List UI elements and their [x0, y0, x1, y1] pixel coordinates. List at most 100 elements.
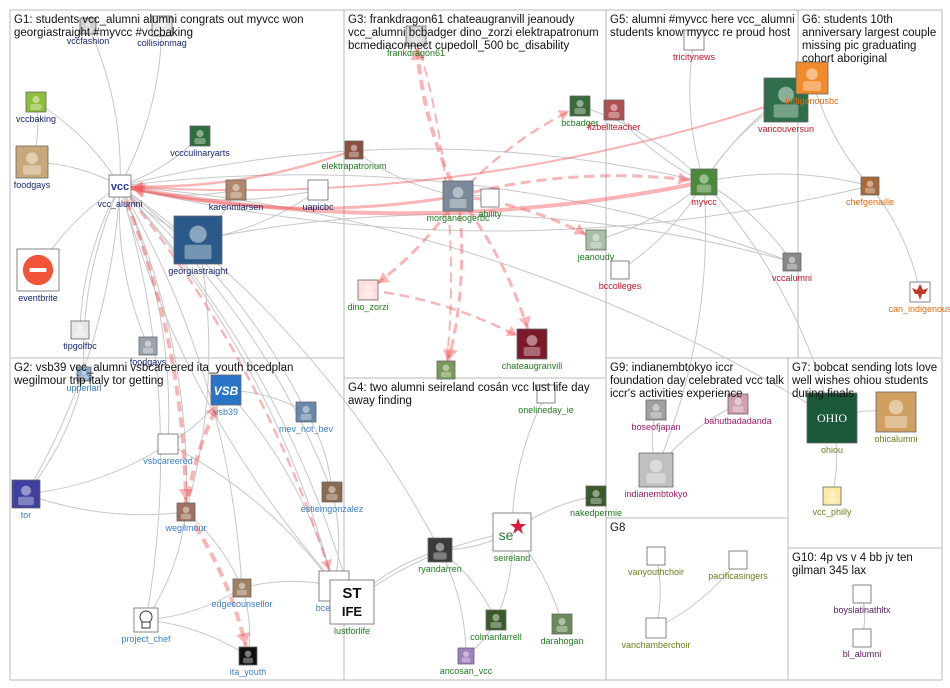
node-georgiastraight[interactable]: georgiastraight — [168, 215, 228, 276]
avatar-icon — [189, 125, 211, 147]
node-estiemgonzalez[interactable]: estiemgonzalez — [301, 481, 364, 514]
node-darahogan[interactable]: darahogan — [540, 613, 584, 646]
node-cupedoll_500[interactable] — [436, 360, 456, 380]
avatar-icon — [822, 486, 842, 506]
node-label: nakedpermie — [570, 508, 622, 518]
node-bccolleges[interactable]: bccolleges — [599, 260, 642, 291]
node-label: indianembtokyo — [624, 489, 687, 499]
group-title-g6: anniversary largest couple — [802, 27, 936, 39]
node-eventbrite[interactable]: eventbrite — [16, 248, 60, 303]
node-boyslatinathltx[interactable]: boyslatinathltx — [833, 584, 891, 615]
node-tipgolfbc[interactable]: tipgolfbc — [63, 320, 97, 351]
edge-foodgays2-vcc_alumni — [118, 185, 149, 347]
node-onelineday_ie[interactable]: onelineday_ie — [518, 384, 574, 415]
node-can_indigenous[interactable]: can_indigenous — [888, 281, 950, 314]
avatar-icon — [683, 29, 705, 51]
node-foodgays2[interactable]: foodgays — [130, 336, 167, 367]
node-wegilmour[interactable]: wegilmour — [164, 502, 207, 533]
node-vccfashion[interactable]: vccfashion — [67, 17, 110, 46]
svg-text:OHIO: OHIO — [817, 411, 847, 425]
mascot-icon — [875, 391, 917, 433]
node-bl_alumni[interactable]: bl_alumni — [843, 628, 882, 659]
node-mev_not_bev[interactable]: mev_not_bev — [279, 401, 334, 434]
edge-vsbcareered-bcedplan — [167, 443, 335, 587]
node-jeanoudy[interactable]: jeanoudy — [577, 229, 615, 262]
node-label: pacificasingers — [708, 571, 768, 581]
node-edgecounsellor[interactable]: edgecounsellor — [211, 578, 273, 609]
red-edge-morganeogerbc-chateaugranvill — [456, 195, 534, 345]
red-edge-morganeogerbc-vcc_alumni — [119, 184, 459, 210]
red-edge-myvcc-vcc_alumni — [119, 180, 705, 216]
node-label: bcbadger — [561, 118, 599, 128]
node-label: ryandarren — [418, 564, 462, 574]
avatar-icon — [569, 95, 591, 117]
node-bcbadger[interactable]: bcbadger — [561, 95, 599, 128]
node-upperlarl[interactable]: upperlarl — [66, 366, 102, 393]
node-colmanfarrell[interactable]: colmanfarrell — [470, 609, 522, 642]
arrowhead — [410, 47, 425, 61]
avatar-icon — [442, 180, 474, 212]
node-vcc_philly[interactable]: vcc_philly — [812, 486, 852, 517]
node-label: vsb39 — [214, 407, 238, 417]
node-vanyouthchoir[interactable]: vanyouthchoir — [628, 546, 684, 577]
node-morganeogerbc[interactable]: morganeogerbc — [426, 180, 490, 223]
avatar-icon — [238, 646, 258, 666]
node-indianembtokyo[interactable]: indianembtokyo — [624, 452, 688, 499]
node-ancosan_vcc[interactable]: ancosan_vcc — [440, 647, 493, 676]
node-label: dino_zorzi — [347, 302, 388, 312]
node-pacificasingers[interactable]: pacificasingers — [708, 550, 768, 581]
node-vsbcareered[interactable]: vsbcareered — [143, 433, 193, 466]
node-vanchamberchoir[interactable]: vanchamberchoir — [621, 617, 691, 650]
node-project_chef[interactable]: project_chef — [121, 607, 171, 644]
node-bahutbadadanda[interactable]: bahutbadadanda — [704, 393, 772, 426]
node-dino_zorzi[interactable]: dino_zorzi — [347, 279, 389, 312]
avatar-icon — [645, 617, 667, 639]
node-collisionmag[interactable]: collisionmag — [137, 15, 187, 48]
node-label: edgecounsellor — [211, 599, 272, 609]
panel-g3 — [343, 9, 607, 379]
node-ohicalumni[interactable]: ohicalumni — [874, 391, 918, 444]
group-title-g10: gilman 345 lax — [792, 565, 866, 577]
node-frankdragon61[interactable]: frankdragon61 — [387, 25, 445, 58]
avatar-icon — [344, 140, 364, 160]
edge-myvcc-chefgenaille — [703, 173, 871, 187]
avatar-icon — [536, 384, 556, 404]
node-boseofjapan[interactable]: boseofjapan — [631, 399, 681, 432]
node-nakedpermie[interactable]: nakedpermie — [570, 485, 622, 518]
node-elektrapatronum[interactable]: elektrapatronum — [321, 140, 387, 171]
node-uapicbc[interactable]: uapicbc — [302, 179, 334, 212]
avatar-icon — [603, 99, 625, 121]
node-label: vcc_philly — [812, 507, 852, 517]
node-chateaugranvill[interactable]: chateaugranvill — [502, 328, 563, 371]
node-vccbaking[interactable]: vccbaking — [16, 91, 56, 124]
edge-vcc_alumni-myvcc — [119, 148, 705, 187]
avatar-icon — [638, 452, 674, 488]
node-label: indigenousbc — [785, 96, 839, 106]
arrowhead — [518, 315, 531, 328]
node-myvcc[interactable]: myvcc — [690, 168, 718, 207]
node-foodgays[interactable]: foodgays — [14, 145, 51, 190]
avatar-icon — [516, 328, 548, 360]
avatar-icon — [782, 252, 802, 272]
node-tor[interactable]: tor — [11, 479, 41, 520]
node-vccculinaryarts[interactable]: vccculinaryarts — [170, 125, 230, 158]
avatar-icon — [852, 628, 872, 648]
node-karenmlarsen[interactable]: karenmlarsen — [209, 179, 264, 212]
node-chefgenaille[interactable]: chefgenaille — [846, 176, 894, 207]
panel-g10 — [787, 547, 943, 681]
node-indigenousbc[interactable]: indigenousbc — [785, 61, 839, 106]
arrowhead — [132, 182, 143, 193]
node-label: morganeogerbc — [426, 213, 490, 223]
node-lizbellteacher[interactable]: lizbellteacher — [588, 99, 641, 132]
node-vcc_alumni_g5[interactable]: vccalumni — [772, 252, 812, 283]
node-ryandarren[interactable]: ryandarren — [418, 537, 462, 574]
node-tricitynews[interactable]: tricitynews — [673, 29, 716, 62]
node-label: myvcc — [691, 197, 717, 207]
node-ita_youth[interactable]: ita_youth — [230, 646, 267, 677]
node-bc_disability[interactable]: ability — [478, 188, 502, 219]
